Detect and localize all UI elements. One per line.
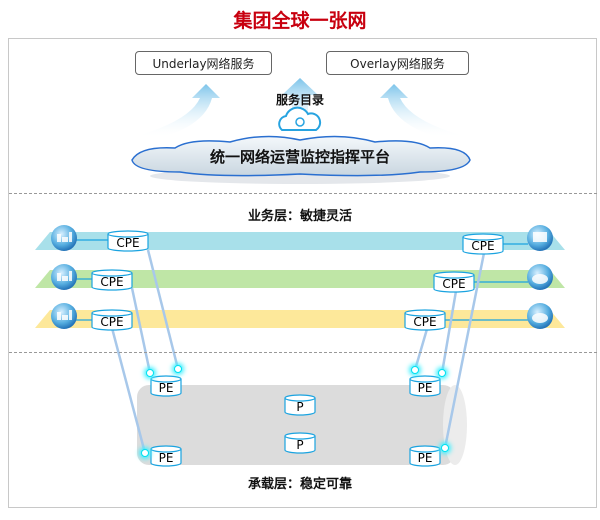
- cylinder-icon: [409, 445, 441, 467]
- node-label: P: [296, 438, 304, 452]
- p-node[interactable]: P: [284, 394, 316, 416]
- cpe-node[interactable]: CPE: [91, 309, 133, 331]
- cpe-node[interactable]: CPE: [462, 233, 504, 255]
- arrow-center: [282, 78, 318, 135]
- platform-cloud: [131, 135, 471, 184]
- pe-node[interactable]: PE: [150, 375, 182, 397]
- bearer-tube: [137, 385, 467, 465]
- node-label: CPE: [100, 275, 124, 289]
- platform-label[interactable]: 统一网络运营监控指挥平台: [209, 148, 390, 166]
- p-node[interactable]: P: [284, 432, 316, 454]
- node-label: CPE: [471, 239, 495, 253]
- cloud-brain-icon: [278, 106, 322, 131]
- cpe-node[interactable]: CPE: [107, 230, 149, 252]
- cpe-pe-links: [110, 249, 486, 454]
- diagram-frame: [8, 38, 597, 508]
- service-catalog-label: 服务目录: [275, 93, 324, 107]
- port-dot-icon: [174, 365, 182, 373]
- pe-node[interactable]: PE: [150, 445, 182, 467]
- cpe-node[interactable]: CPE: [433, 271, 475, 293]
- cylinder-icon: [107, 230, 149, 252]
- pe-node[interactable]: PE: [409, 445, 441, 467]
- node-label: CPE: [100, 315, 124, 329]
- layer-divider: [9, 193, 597, 194]
- port-dot-icon: [441, 444, 449, 452]
- cylinder-icon: [462, 233, 504, 255]
- cylinder-icon: [91, 269, 133, 291]
- port-dot-icon: [146, 369, 154, 377]
- node-label: PE: [417, 451, 433, 465]
- cylinder-icon: [404, 309, 446, 331]
- service-band-2: [35, 270, 565, 288]
- cylinder-icon: [150, 445, 182, 467]
- site-globes: [51, 225, 553, 329]
- page-title: 集团全球一张网: [233, 10, 367, 32]
- node-label: CPE: [116, 236, 140, 250]
- cpe-node[interactable]: CPE: [91, 269, 133, 291]
- upward-arrows: [140, 78, 460, 138]
- node-label: P: [296, 400, 304, 414]
- layer-divider: [9, 352, 597, 353]
- node-label: PE: [417, 381, 433, 395]
- cylinder-icon: [409, 375, 441, 397]
- pe-node[interactable]: PE: [409, 375, 441, 397]
- bearer-layer-title: 承载层：稳定可靠: [247, 477, 352, 492]
- node-label: PE: [158, 381, 174, 395]
- service-layer-title: 业务层：敏捷灵活: [247, 209, 352, 224]
- cpe-node[interactable]: CPE: [404, 309, 446, 331]
- port-dot-icon: [438, 369, 446, 377]
- node-label: CPE: [413, 315, 437, 329]
- cylinder-icon: [150, 375, 182, 397]
- cylinder-icon: [433, 271, 475, 293]
- node-label: CPE: [442, 277, 466, 291]
- cylinder-icon: [91, 309, 133, 331]
- cylinder-icon: [284, 394, 316, 416]
- port-dot-icon: [411, 366, 419, 374]
- overlay-service-button[interactable]: Overlay网络服务: [326, 51, 469, 75]
- arrow-right: [380, 84, 460, 138]
- service-band-1: [35, 232, 565, 250]
- arrow-left: [140, 84, 220, 138]
- node-label: PE: [158, 451, 174, 465]
- port-dot-icon: [141, 449, 149, 457]
- cylinder-icon: [284, 432, 316, 454]
- underlay-service-button[interactable]: Underlay网络服务: [135, 51, 272, 75]
